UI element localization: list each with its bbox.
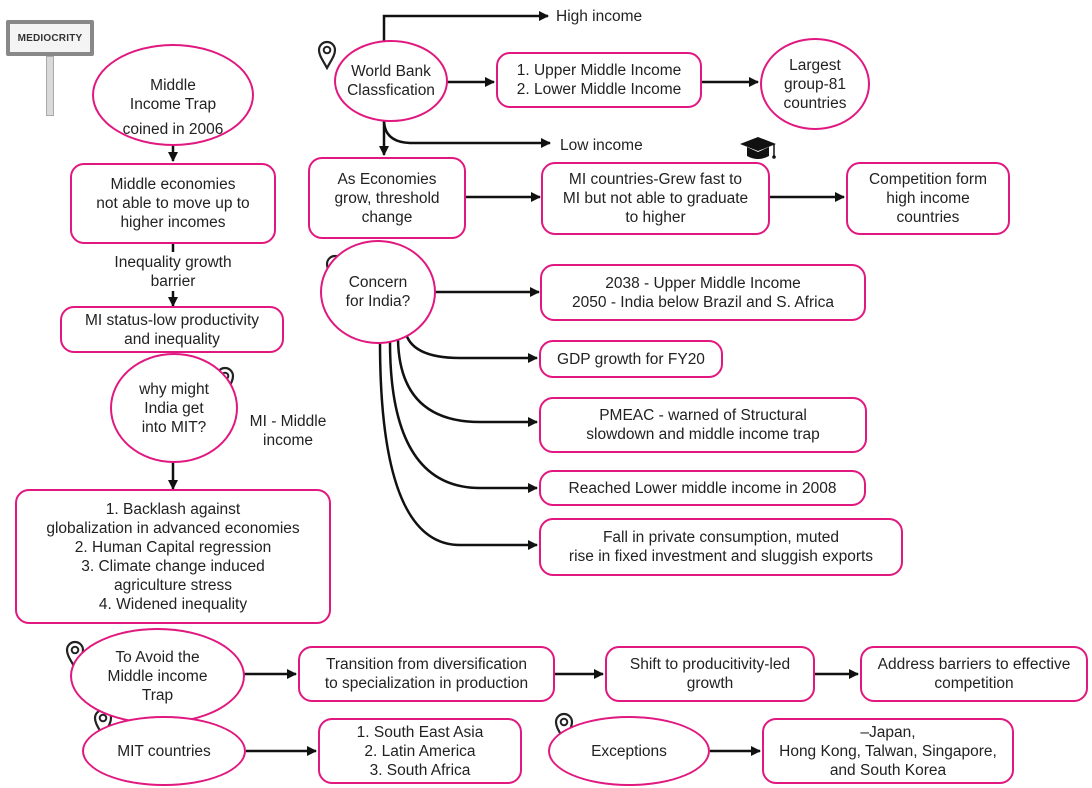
label-coined: coined in 2006	[122, 121, 224, 138]
node-upper-lower: 1. Upper Middle Income 2. Lower Middle I…	[496, 52, 702, 108]
node-to-avoid: To Avoid the Middle income Trap	[70, 628, 245, 724]
node-reasons: 1. Backlash against globalization in adv…	[15, 489, 331, 624]
node-competition: Competition form high income countries	[846, 162, 1010, 235]
node-middle-economies: Middle economies not able to move up to …	[70, 163, 276, 244]
node-why-india: why might India get into MIT?	[110, 353, 238, 463]
label-high-income: High income	[556, 8, 643, 25]
node-concern-india: Concern for India?	[320, 240, 436, 344]
sign-post	[46, 56, 54, 116]
node-economies-grow: As Economies grow, threshold change	[308, 157, 466, 239]
node-world-bank: World Bank Classfication	[334, 40, 448, 122]
label-inequality-barrier: Inequality growth barrier	[114, 254, 232, 290]
arrow-concern-to-gdp	[403, 329, 538, 363]
node-mi-countries: MI countries-Grew fast to MI but not abl…	[541, 162, 770, 235]
arrow-concern-to-pmeac	[396, 339, 538, 427]
node-exceptions-list: –Japan, Hong Kong, Talwan, Singapore, an…	[762, 718, 1014, 784]
graduation-cap-icon	[740, 137, 776, 159]
node-shift: Shift to producitivity-led growth	[605, 646, 815, 702]
label-low-income: Low income	[560, 137, 643, 154]
arrow-concern-to-fall	[378, 341, 538, 550]
label-mi-definition: MI - Middle income	[249, 413, 327, 449]
node-fall-private: Fall in private consumption, muted rise …	[539, 518, 903, 576]
sign-board: MEDIOCRITY	[6, 20, 94, 56]
node-pmeac: PMEAC - warned of Structural slowdown an…	[539, 397, 867, 453]
node-middle-income-trap: Middle Income Trap	[92, 44, 254, 146]
mediocrity-signpost: MEDIOCRITY	[6, 20, 98, 116]
node-mit-list: 1. South East Asia 2. Latin America 3. S…	[318, 718, 522, 784]
node-address: Address barriers to effective competitio…	[860, 646, 1088, 702]
node-concern-2038: 2038 - Upper Middle Income 2050 - India …	[540, 264, 866, 321]
node-exceptions: Exceptions	[548, 716, 710, 786]
node-reached-lower: Reached Lower middle income in 2008	[539, 470, 866, 506]
arrow-low-income	[382, 119, 551, 148]
node-mi-status: MI status-low productivity and inequalit…	[60, 306, 284, 353]
location-pin-icon	[65, 640, 85, 670]
node-largest-group: Largest group-81 countries	[760, 38, 870, 130]
node-mit-countries: MIT countries	[82, 716, 246, 786]
node-gdp-growth: GDP growth for FY20	[539, 340, 723, 378]
arrow-concern-to-reached	[388, 341, 538, 493]
node-transition: Transition from diversification to speci…	[298, 646, 555, 702]
arrow-high-income	[382, 11, 549, 44]
location-pin-icon	[317, 40, 337, 70]
